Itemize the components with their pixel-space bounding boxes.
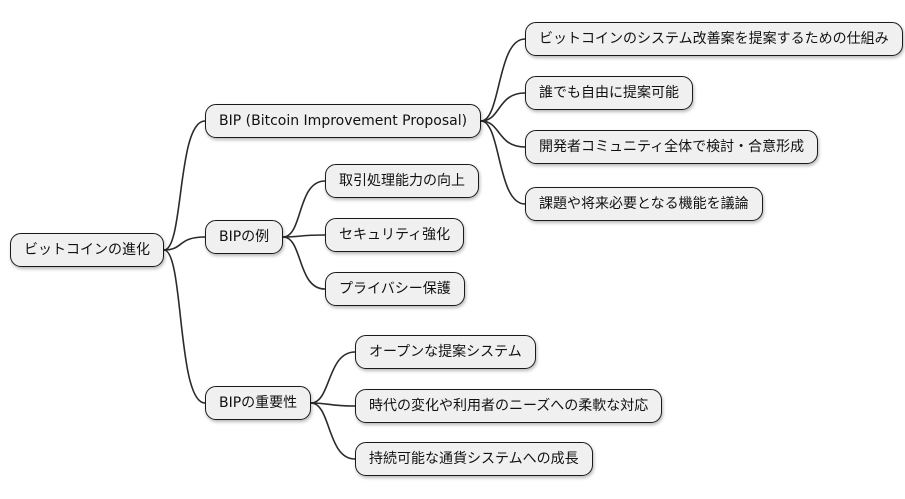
mindmap-root-node: ビットコインの進化 [10, 233, 164, 267]
mindmap-leaf-privacy: プライバシー保護 [325, 272, 465, 306]
mindmap-branch-bip-importance: BIPの重要性 [205, 386, 312, 420]
mindmap-leaf-bip-mechanism: ビットコインのシステム改善案を提案するための仕組み [525, 22, 903, 56]
mindmap-leaf-bip-discuss-features: 課題や将来必要となる機能を議論 [525, 187, 763, 221]
mindmap-leaf-bip-community-consensus: 開発者コミュニティ全体で検討・合意形成 [525, 130, 819, 164]
mindmap-leaf-transaction-capacity: 取引処理能力の向上 [325, 164, 479, 198]
mindmap-leaf-sustainable-growth: 持続可能な通貨システムへの成長 [355, 442, 593, 476]
mindmap-leaf-bip-anyone-propose: 誰でも自由に提案可能 [525, 76, 693, 110]
mindmap-leaf-open-proposal-system: オープンな提案システム [355, 335, 536, 369]
mindmap-branch-bip-examples: BIPの例 [205, 220, 284, 254]
mindmap-branch-bip: BIP (Bitcoin Improvement Proposal) [205, 104, 482, 138]
mindmap-leaf-flexible-response: 時代の変化や利用者のニーズへの柔軟な対応 [355, 389, 663, 423]
mindmap-leaf-security: セキュリティ強化 [325, 218, 465, 252]
